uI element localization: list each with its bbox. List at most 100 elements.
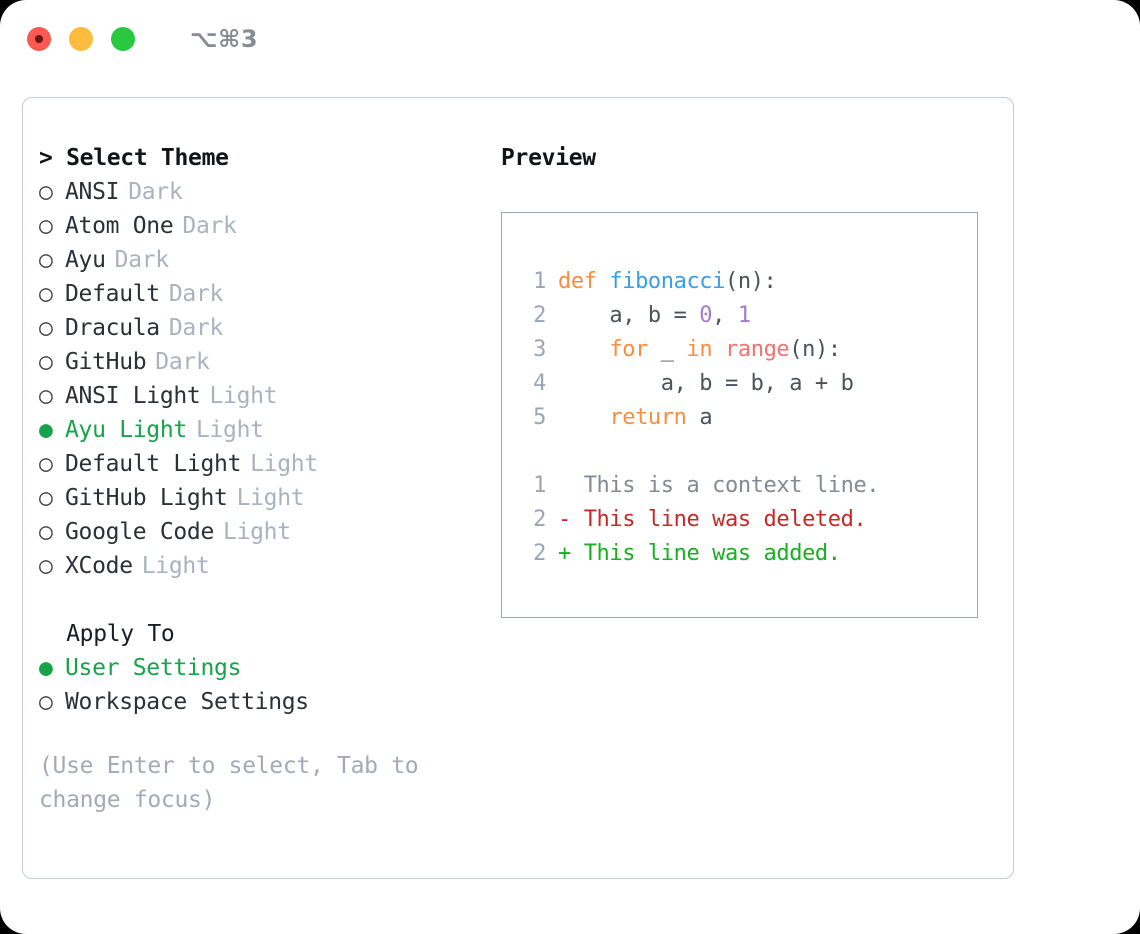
radio-unselected-icon: ○ <box>39 689 53 715</box>
theme-option-label: Default Light <box>65 451 242 477</box>
code-token-kw: for <box>609 337 648 362</box>
radio-unselected-icon: ○ <box>39 383 53 409</box>
code-token-bi: range <box>725 337 790 362</box>
code-token-kw: def <box>558 269 610 294</box>
line-number: 1 <box>533 473 546 498</box>
radio-unselected-icon: ○ <box>39 179 53 205</box>
code-line: 3 for _ in range(n): <box>520 333 977 367</box>
theme-variant-tag: Dark <box>128 179 183 205</box>
close-window-button[interactable] <box>27 27 51 51</box>
theme-option-xcode[interactable]: ○ XCode Light <box>39 549 479 583</box>
apply-to-option-workspace-settings[interactable]: ○Workspace Settings <box>39 685 479 719</box>
radio-unselected-icon: ○ <box>39 451 53 477</box>
theme-option-label: XCode <box>65 553 133 579</box>
code-line: 5 return a <box>520 401 977 435</box>
theme-variant-tag: Dark <box>182 213 237 239</box>
theme-option-label: Google Code <box>65 519 215 545</box>
diff-text: This line was added. <box>570 541 841 566</box>
theme-variant-tag: Light <box>141 553 210 579</box>
zoom-window-button[interactable] <box>111 27 135 51</box>
theme-option-label: Ayu Light <box>65 417 187 443</box>
line-number: 2 <box>533 303 546 328</box>
diff-text: This line was deleted. <box>570 507 867 532</box>
theme-option-ansi-light[interactable]: ○ ANSI Light Light <box>39 379 479 413</box>
radio-unselected-icon: ○ <box>39 213 53 239</box>
line-number: 2 <box>533 507 546 532</box>
radio-unselected-icon: ○ <box>39 315 53 341</box>
diff-marker: - <box>558 507 571 532</box>
radio-unselected-icon: ○ <box>39 553 53 579</box>
radio-unselected-icon: ○ <box>39 349 53 375</box>
section-spacer <box>39 583 479 617</box>
theme-option-label: ANSI Light <box>65 383 201 409</box>
theme-option-ansi[interactable]: ○ ANSI Dark <box>39 175 479 209</box>
theme-variant-tag: Light <box>195 417 264 443</box>
theme-option-github[interactable]: ○ GitHub Dark <box>39 345 479 379</box>
theme-variant-tag: Dark <box>114 247 170 273</box>
line-number: 4 <box>533 371 546 396</box>
line-number: 5 <box>533 405 546 430</box>
apply-to-option-user-settings[interactable]: ● User Settings <box>39 651 479 685</box>
theme-variant-tag: Light <box>223 519 291 545</box>
keyboard-shortcut-label: ⌥⌘3 <box>190 25 259 53</box>
diff-text: This is a context line. <box>570 473 880 498</box>
theme-option-atom-one[interactable]: ○ Atom One Dark <box>39 209 479 243</box>
apply-to-header: Apply To <box>39 621 175 647</box>
line-number: 3 <box>533 337 546 362</box>
code-token-fn: fibonacci <box>609 269 725 294</box>
traffic-lights <box>27 27 135 51</box>
theme-option-label: Ayu <box>65 247 106 273</box>
code-token-pl: _ <box>647 337 687 362</box>
title-bar: ⌥⌘3 <box>0 0 1140 78</box>
select-theme-header: > Select Theme <box>39 145 229 171</box>
diff-line-add: 2 + This line was added. <box>520 537 977 571</box>
diff-marker: + <box>558 541 571 566</box>
code-token-pl: a, b = <box>558 303 700 328</box>
code-token-kw: return <box>609 405 687 430</box>
theme-option-default-light[interactable]: ○ Default Light Light <box>39 447 479 481</box>
theme-variant-tag: Dark <box>155 349 210 375</box>
theme-option-label: Atom One <box>65 213 174 239</box>
theme-variant-tag: Light <box>250 451 318 477</box>
theme-option-label: GitHub <box>65 349 147 375</box>
diff-marker <box>558 473 571 498</box>
theme-variant-tag: Light <box>209 383 278 409</box>
code-line: 4 a, b = b, a + b <box>520 367 977 401</box>
minimize-window-button[interactable] <box>69 27 93 51</box>
code-diff-spacer <box>520 435 977 469</box>
code-token-num: 0 <box>699 303 713 328</box>
theme-option-label: ANSI <box>65 179 120 205</box>
theme-variant-tag: Light <box>236 485 305 511</box>
theme-option-label: GitHub Light <box>65 485 228 511</box>
line-number: 1 <box>533 269 546 294</box>
theme-option-label: Default <box>65 281 160 307</box>
radio-selected-icon: ● <box>39 655 53 681</box>
code-token-num: 1 <box>737 303 751 328</box>
code-token-pl <box>712 337 725 362</box>
diff-sample: 1 This is a context line. 2- This line wa… <box>520 469 977 571</box>
code-token-pl <box>558 405 609 430</box>
apply-to-option-label: User Settings <box>65 655 242 681</box>
code-line: 1 def fibonacci(n): <box>520 265 977 299</box>
code-token-pl: a <box>686 405 713 430</box>
code-token-pl <box>558 337 609 362</box>
diff-line-del: 2- This line was deleted. <box>520 503 977 537</box>
code-token-pl: , <box>712 303 738 328</box>
code-token-pl: (n): <box>725 269 777 294</box>
line-number: 2 <box>533 541 546 566</box>
code-token-pl: (n): <box>789 337 841 362</box>
theme-variant-tag: Dark <box>168 281 224 307</box>
